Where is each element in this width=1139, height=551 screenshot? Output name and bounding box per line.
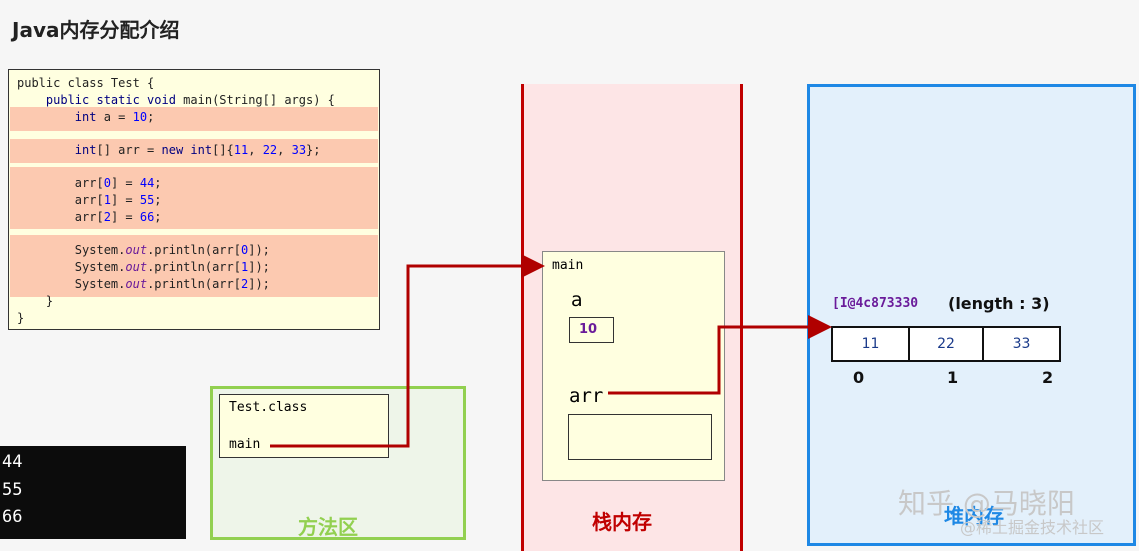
console-output: 44 55 66	[0, 446, 186, 539]
code-line: System.out.println(arr[0]);	[74, 243, 270, 257]
heap-area-label: 堆内存	[944, 504, 1004, 528]
frame-name: main	[552, 258, 584, 273]
code-line: }	[17, 311, 25, 325]
watermark: @稀土掘金技术社区	[960, 518, 1105, 537]
code-line: System.out.println(arr[2]);	[74, 277, 270, 291]
arrow-arr-to-heap	[608, 315, 832, 395]
array-index: 0	[853, 368, 865, 387]
code-highlight	[10, 139, 378, 163]
code-panel: public class Test { public static void m…	[8, 69, 380, 330]
array-cell: 11	[831, 326, 910, 362]
code-line: public class Test {	[17, 76, 155, 90]
watermark: 知乎 @马晓阳	[898, 487, 1075, 520]
method-area-label: 方法区	[298, 515, 358, 539]
heap-area	[807, 84, 1136, 546]
code-line: arr[1] = 55;	[74, 193, 162, 207]
code-line: arr[2] = 66;	[74, 210, 162, 224]
array-length: (length : 3)	[948, 294, 1050, 313]
stack-frame: main a 10 arr	[542, 251, 725, 481]
code-line: int[] arr = new int[]{11, 22, 33};	[74, 143, 321, 157]
arrow-method-to-stack	[270, 254, 545, 448]
page-title: Java内存分配介绍	[12, 18, 180, 42]
code-line: public static void main(String[] args) {	[45, 93, 335, 107]
code-highlight	[10, 167, 378, 229]
code-line: }	[45, 294, 54, 308]
code-highlight	[10, 235, 378, 297]
array-cell: 33	[982, 326, 1061, 362]
code-line: System.out.println(arr[1]);	[74, 260, 270, 274]
console-line: 55	[2, 480, 23, 500]
var-arr-name: arr	[569, 385, 604, 407]
code-line: int a = 10;	[74, 110, 155, 124]
var-a-box: 10	[569, 317, 614, 343]
var-a-value: 10	[579, 322, 598, 337]
console-line: 66	[2, 507, 23, 527]
var-a-name: a	[571, 289, 583, 311]
var-arr-box	[568, 414, 712, 460]
class-name: Test.class	[229, 400, 308, 415]
array-cell: 22	[908, 326, 984, 362]
code-highlight	[10, 107, 378, 131]
array-index: 2	[1042, 368, 1054, 387]
stack-area-label: 栈内存	[592, 510, 652, 534]
console-line: 44	[2, 452, 23, 472]
array-index: 1	[947, 368, 959, 387]
code-line: arr[0] = 44;	[74, 176, 162, 190]
array-address: [I@4c873330	[832, 296, 919, 311]
method-name: main	[229, 437, 261, 452]
